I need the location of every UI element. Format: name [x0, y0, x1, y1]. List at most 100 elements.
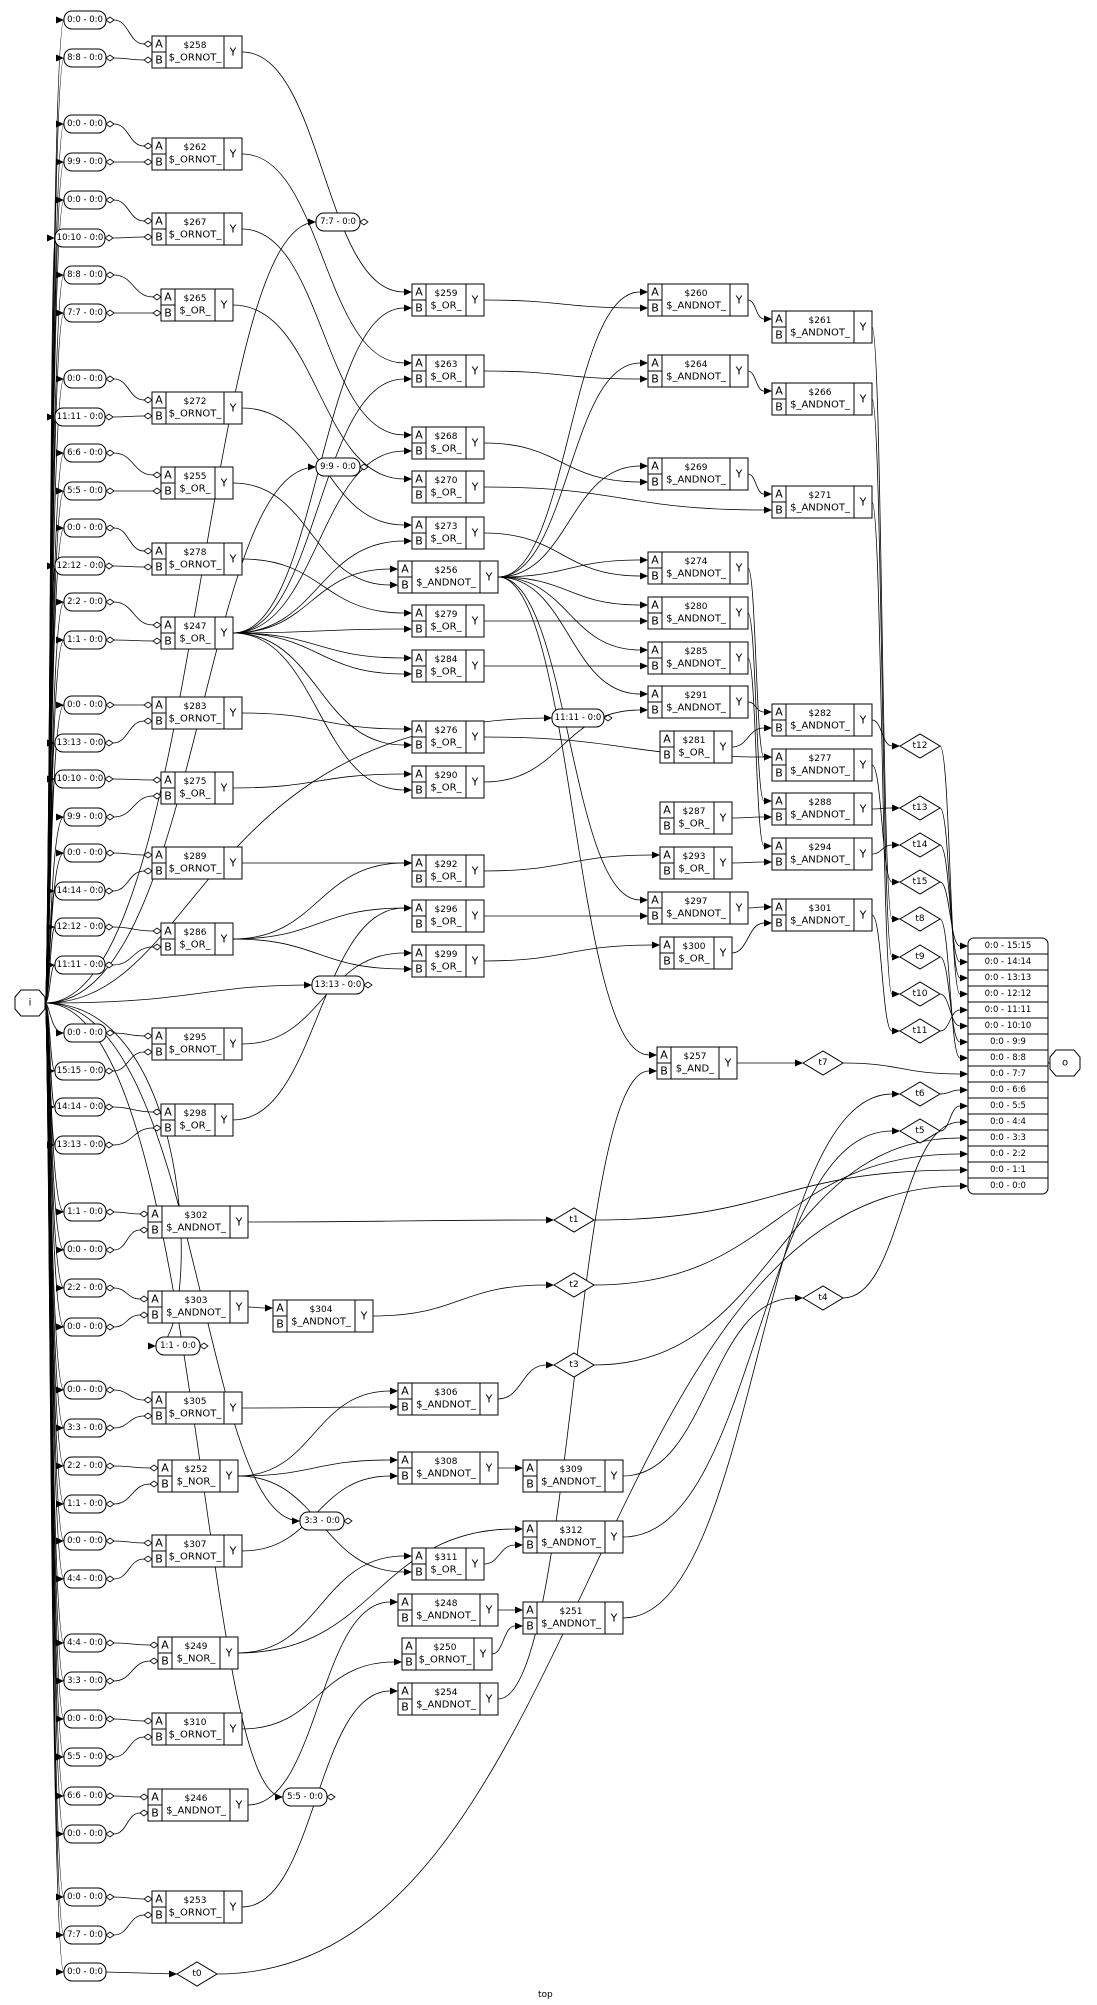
inverter-bubble — [105, 1500, 115, 1508]
wire — [44, 984, 313, 1004]
input-slice: 0:0 - 0:0 — [63, 1887, 107, 1907]
gate-cell[interactable]: ABY$292$_OR_ — [411, 854, 485, 888]
port-y-label: Y — [735, 468, 743, 481]
slice-label: 5:5 - 0:0 — [287, 1792, 323, 1802]
gate-cell[interactable]: ABY$256$_ANDNOT_ — [397, 560, 499, 594]
gate-cell[interactable]: ABY$289$_ORNOT_ — [151, 846, 243, 880]
gate-cell[interactable]: ABY$299$_OR_ — [411, 944, 485, 978]
gate-cell[interactable]: ABY$263$_OR_ — [411, 354, 485, 388]
gate-cell[interactable]: ABY$301$_ANDNOT_ — [771, 898, 873, 932]
gate-cell[interactable]: ABY$302$_ANDNOT_ — [147, 1205, 249, 1239]
gate-cell[interactable]: ABY$312$_ANDNOT_ — [522, 1520, 624, 1554]
gate-cell[interactable]: ABY$266$_ANDNOT_ — [771, 382, 873, 416]
gate-cell[interactable]: ABY$262$_ORNOT_ — [151, 137, 243, 171]
gate-cell[interactable]: ABY$286$_OR_ — [160, 922, 234, 956]
inverter-bubble — [104, 1141, 114, 1149]
arrowhead — [56, 1284, 64, 1292]
arrowhead — [56, 849, 64, 857]
port-b-label: B — [651, 570, 659, 583]
inverter-bubble — [104, 1067, 114, 1075]
gate-cell[interactable]: ABY$247$_OR_ — [160, 616, 234, 650]
gate-cell[interactable]: ABY$258$_ORNOT_ — [151, 35, 243, 69]
gate-cell[interactable]: ABY$265$_OR_ — [160, 288, 234, 322]
gate-cell[interactable]: ABY$306$_ANDNOT_ — [397, 1382, 499, 1416]
slice-label: 3:3 - 0:0 — [304, 1516, 340, 1526]
cell-type: $_OR_ — [179, 634, 211, 645]
cell-type: $_OR_ — [430, 667, 462, 678]
gate-cell[interactable]: ABY$304$_ANDNOT_ — [272, 1299, 374, 1333]
gate-cell[interactable]: ABY$290$_OR_ — [411, 765, 485, 799]
gate-cell[interactable]: ABY$305$_ORNOT_ — [151, 1391, 243, 1425]
gate-cell[interactable]: ABY$254$_ANDNOT_ — [397, 1682, 499, 1716]
gate-cell[interactable]: ABY$250$_ORNOT_ — [401, 1637, 493, 1671]
port-a-label: A — [155, 38, 163, 51]
gate-cell[interactable]: ABY$270$_OR_ — [411, 470, 485, 504]
slice-label: 13:13 - 0:0 — [315, 980, 362, 990]
gate-cell[interactable]: ABY$277$_ANDNOT_ — [771, 748, 873, 782]
gate-cell[interactable]: ABY$261$_ANDNOT_ — [771, 310, 873, 344]
arrowhead — [640, 912, 648, 920]
wire — [113, 1812, 141, 1835]
gate-cell[interactable]: ABY$288$_ANDNOT_ — [771, 792, 873, 826]
port-a-label: A — [775, 795, 783, 808]
gate-cell[interactable]: ABY$297$_ANDNOT_ — [647, 891, 749, 925]
gate-cell[interactable]: ABY$311$_OR_ — [411, 1547, 485, 1581]
gate-cell[interactable]: ABY$280$_ANDNOT_ — [647, 596, 749, 630]
arrowhead — [404, 475, 412, 483]
gate-cell[interactable]: ABY$257$_AND_ — [656, 1046, 738, 1080]
gate-cell[interactable]: ABY$291$_ANDNOT_ — [647, 685, 749, 719]
gate-cell[interactable]: ABY$269$_ANDNOT_ — [647, 457, 749, 491]
gate-cell[interactable]: ABY$300$_OR_ — [659, 936, 733, 970]
gate-cell[interactable]: ABY$287$_OR_ — [659, 801, 733, 835]
wire-node-label: t11 — [913, 1026, 928, 1036]
port-a-label: A — [651, 599, 659, 612]
gate-cell[interactable]: ABY$246$_ANDNOT_ — [147, 1788, 249, 1822]
gate-cell[interactable]: ABY$278$_ORNOT_ — [151, 542, 243, 576]
cell-name: $311 — [435, 1553, 458, 1563]
gate-cell[interactable]: ABY$251$_ANDNOT_ — [522, 1601, 624, 1635]
gate-cell[interactable]: ABY$294$_ANDNOT_ — [771, 837, 873, 871]
gate-cell[interactable]: ABY$307$_ORNOT_ — [151, 1534, 243, 1568]
gate-cell[interactable]: ABY$308$_ANDNOT_ — [397, 1451, 499, 1485]
arrowhead — [56, 1753, 64, 1761]
gate-cell[interactable]: ABY$255$_OR_ — [160, 466, 234, 500]
input-port-i[interactable]: i — [14, 989, 46, 1017]
gate-cell[interactable]: ABY$253$_ORNOT_ — [151, 1890, 243, 1924]
gate-cell[interactable]: ABY$276$_OR_ — [411, 720, 485, 754]
gate-cell[interactable]: ABY$284$_OR_ — [411, 649, 485, 683]
gate-cell[interactable]: ABY$264$_ANDNOT_ — [647, 354, 749, 388]
gate-cell[interactable]: ABY$272$_ORNOT_ — [151, 391, 243, 425]
gate-cell[interactable]: ABY$249$_NOR_ — [157, 1636, 239, 1670]
inverter-bubble — [152, 471, 162, 479]
gate-cell[interactable]: ABY$310$_ORNOT_ — [151, 1712, 243, 1746]
gate-cell[interactable]: ABY$281$_OR_ — [659, 730, 733, 764]
gate-cell[interactable]: ABY$260$_ANDNOT_ — [647, 283, 749, 317]
gate-cell[interactable]: ABY$267$_ORNOT_ — [151, 212, 243, 246]
gate-cell[interactable]: ABY$282$_ANDNOT_ — [771, 703, 873, 737]
wire — [112, 870, 145, 892]
bus-row-label: 0:0 - 0:0 — [990, 1181, 1026, 1191]
gate-cell[interactable]: ABY$309$_ANDNOT_ — [522, 1459, 624, 1493]
gate-cell[interactable]: ABY$279$_OR_ — [411, 604, 485, 638]
gate-cell[interactable]: ABY$293$_OR_ — [659, 846, 733, 880]
gate-cell[interactable]: ABY$268$_OR_ — [411, 426, 485, 460]
gate-cell[interactable]: ABY$274$_ANDNOT_ — [647, 551, 749, 585]
gate-cell[interactable]: ABY$259$_OR_ — [411, 283, 485, 317]
bus-row-label: 0:0 - 9:9 — [990, 1037, 1026, 1047]
gate-cell[interactable]: ABY$303$_ANDNOT_ — [147, 1290, 249, 1324]
gate-cell[interactable]: ABY$248$_ANDNOT_ — [397, 1593, 499, 1627]
wire — [497, 576, 641, 695]
gate-cell[interactable]: ABY$295$_ORNOT_ — [151, 1027, 243, 1061]
gate-cell[interactable]: ABY$283$_ORNOT_ — [151, 696, 243, 730]
port-a-label: A — [151, 1293, 159, 1306]
inverter-bubble — [152, 927, 162, 935]
gate-cell[interactable]: ABY$296$_OR_ — [411, 899, 485, 933]
gate-cell[interactable]: ABY$273$_OR_ — [411, 516, 485, 550]
gate-cell[interactable]: ABY$271$_ANDNOT_ — [771, 485, 873, 519]
gate-cell[interactable]: ABY$298$_OR_ — [160, 1103, 234, 1137]
output-port-o[interactable]: o — [1049, 1049, 1081, 1077]
port-y-label: Y — [610, 1531, 618, 1544]
gate-cell[interactable]: ABY$285$_ANDNOT_ — [647, 641, 749, 675]
gate-cell[interactable]: ABY$275$_OR_ — [160, 771, 234, 805]
gate-cell[interactable]: ABY$252$_NOR_ — [157, 1459, 239, 1493]
